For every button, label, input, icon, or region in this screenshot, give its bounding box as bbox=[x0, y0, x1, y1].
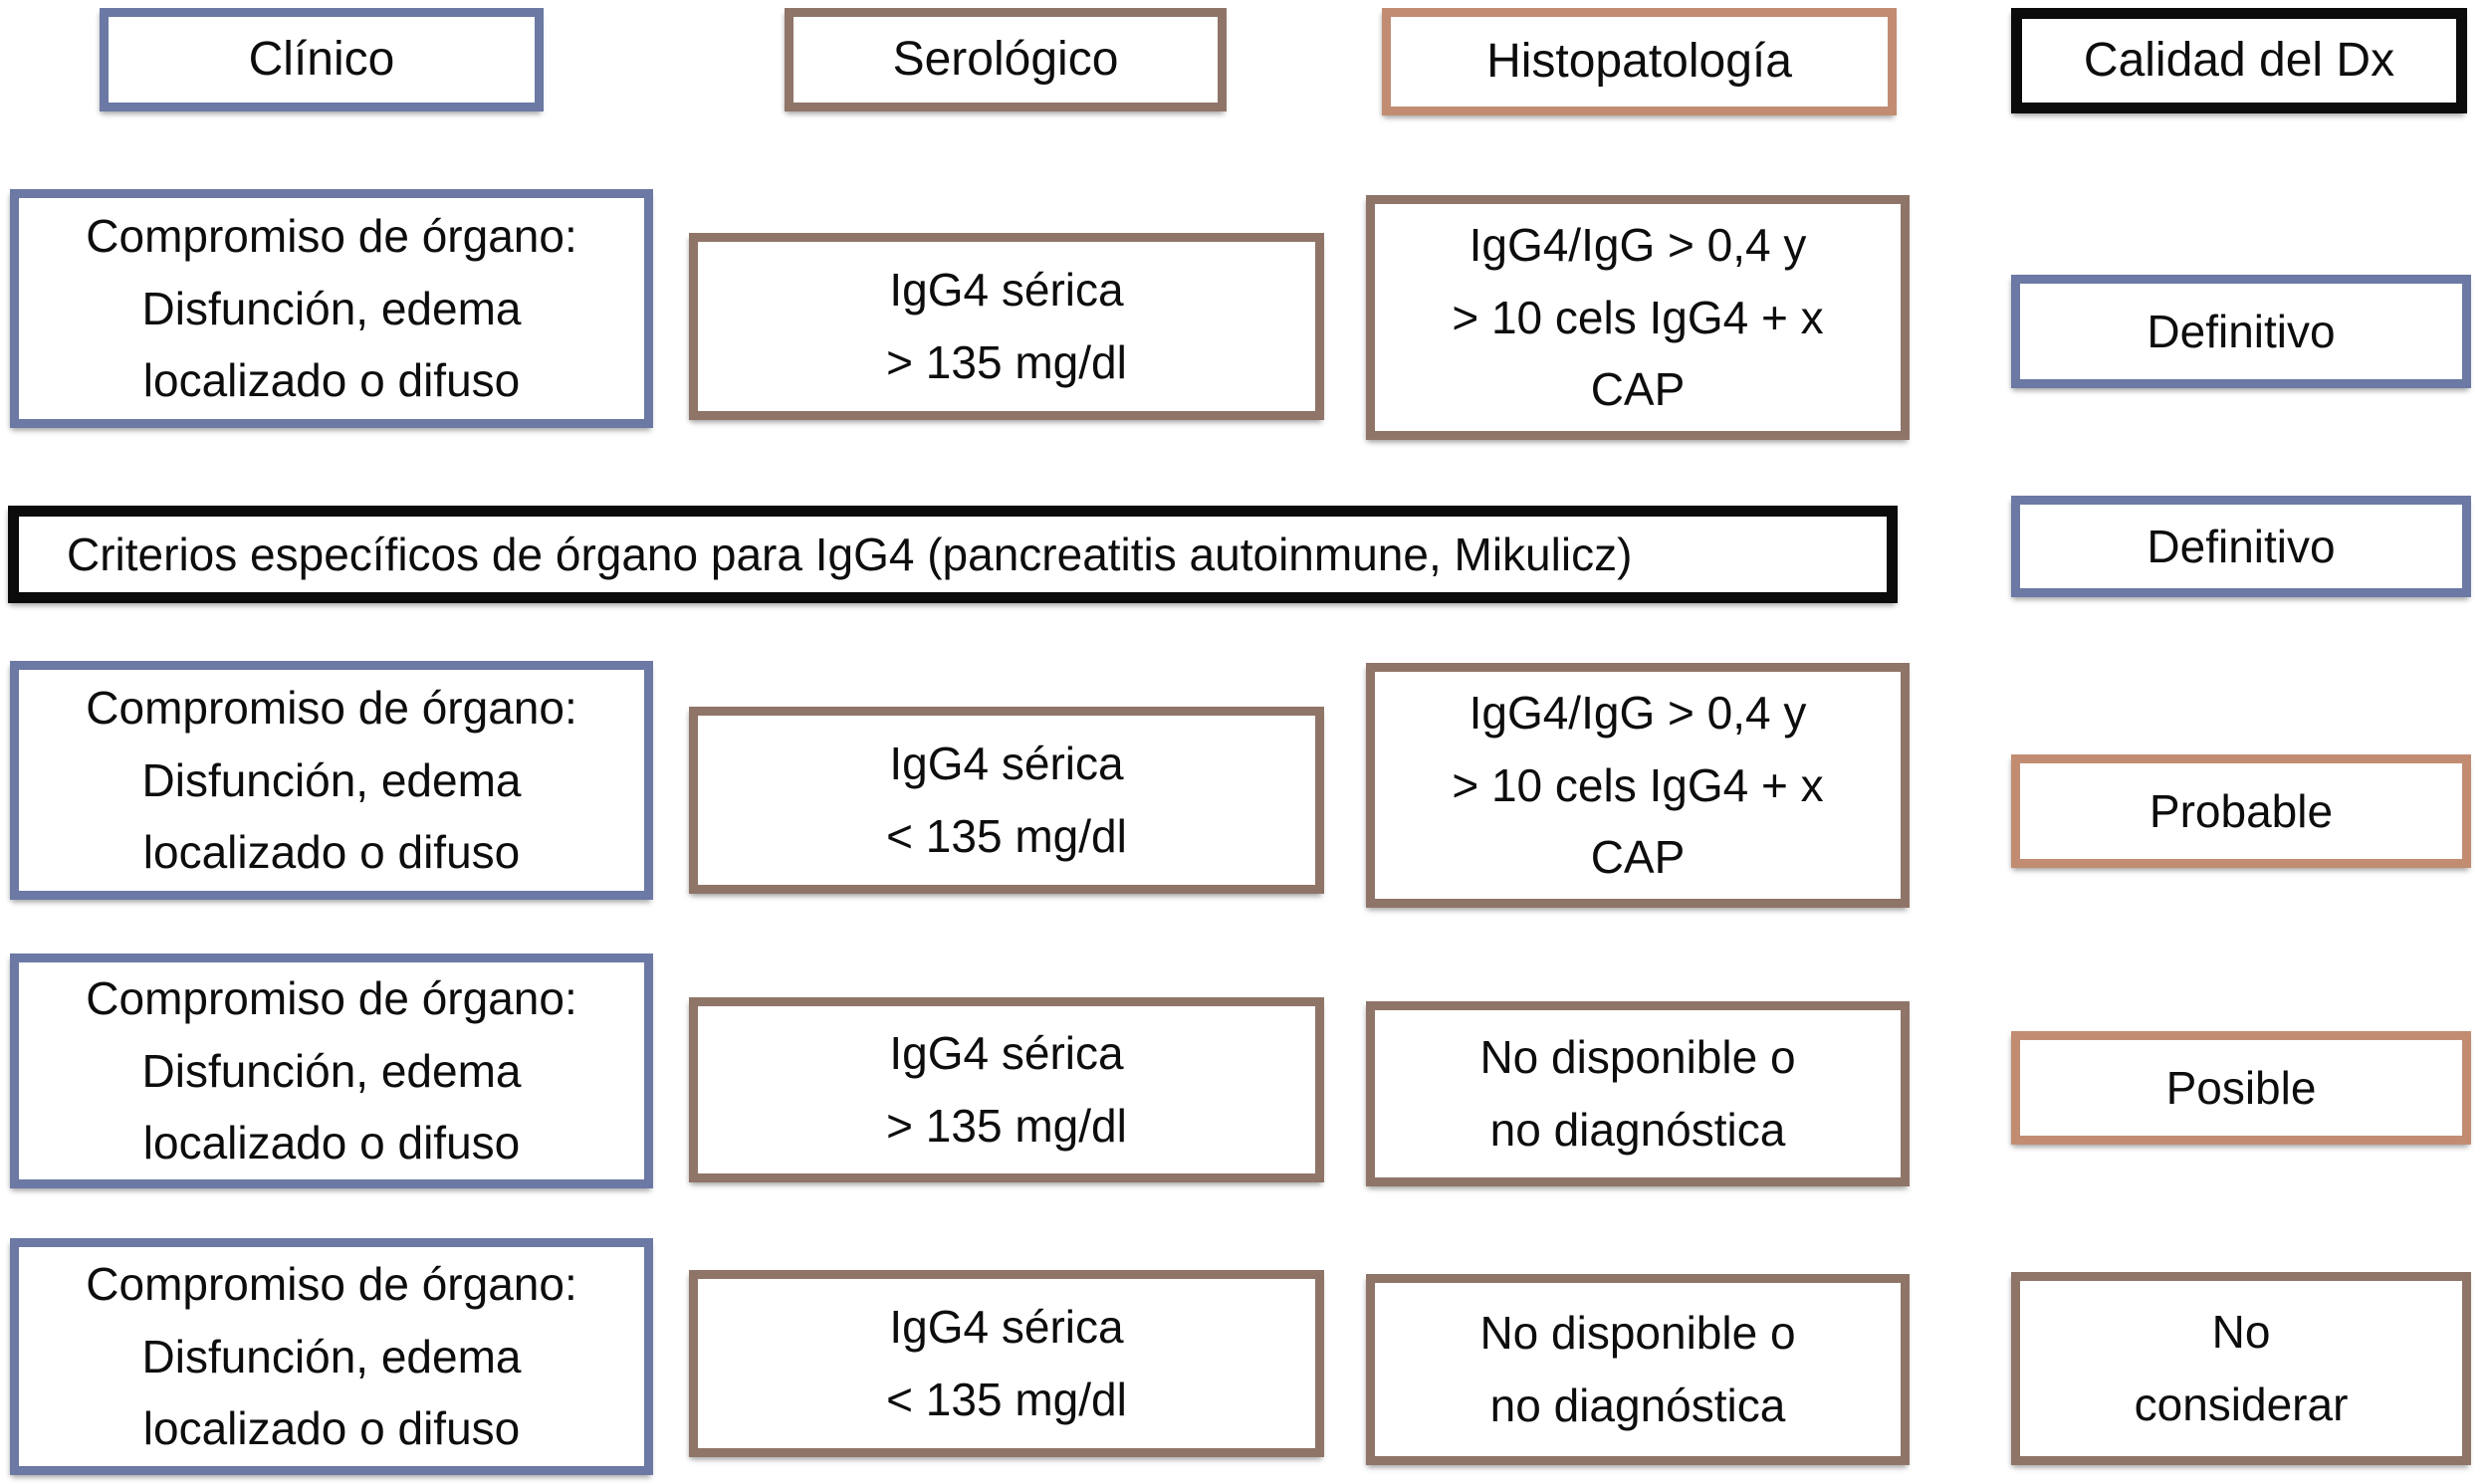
row1-calidad-box: Definitivo bbox=[2011, 275, 2471, 388]
row1-histopatologia-box: IgG4/IgG > 0,4 y > 10 cels IgG4 + x CAP bbox=[1366, 195, 1910, 440]
row4-calidad-box: Posible bbox=[2011, 1031, 2471, 1145]
row2-calidad-text: Definitivo bbox=[2147, 520, 2336, 572]
row5-calidad-box: No considerar bbox=[2011, 1272, 2471, 1465]
header-calidad-dx-label: Calidad del Dx bbox=[2083, 34, 2395, 88]
row5-clinico-box: Compromiso de órgano: Disfunción, edema … bbox=[10, 1238, 653, 1475]
row1-histopatologia-text: IgG4/IgG > 0,4 y > 10 cels IgG4 + x CAP bbox=[1452, 218, 1824, 416]
header-calidad-dx: Calidad del Dx bbox=[2011, 8, 2467, 113]
row5-histopatologia-text: No disponible o no diagnóstica bbox=[1479, 1307, 1796, 1431]
row4-serologico-box: IgG4 sérica > 135 mg/dl bbox=[689, 997, 1324, 1182]
row5-clinico-text: Compromiso de órgano: Disfunción, edema … bbox=[86, 1257, 577, 1455]
row3-calidad-box: Probable bbox=[2011, 754, 2471, 868]
row1-calidad-text: Definitivo bbox=[2147, 305, 2336, 357]
row4-histopatologia-box: No disponible o no diagnóstica bbox=[1366, 1001, 1910, 1186]
row2-criterios-especificos-box: Criterios específicos de órgano para IgG… bbox=[8, 506, 1898, 603]
header-clinico: Clínico bbox=[100, 8, 544, 111]
row1-clinico-box: Compromiso de órgano: Disfunción, edema … bbox=[10, 189, 653, 428]
row1-serologico-box: IgG4 sérica > 135 mg/dl bbox=[689, 233, 1324, 420]
header-histopatologia-label: Histopatología bbox=[1486, 35, 1792, 89]
row5-serologico-box: IgG4 sérica < 135 mg/dl bbox=[689, 1270, 1324, 1457]
row2-criterios-especificos-text: Criterios específicos de órgano para IgG… bbox=[67, 528, 1633, 580]
row3-clinico-text: Compromiso de órgano: Disfunción, edema … bbox=[86, 681, 577, 879]
row4-clinico-text: Compromiso de órgano: Disfunción, edema … bbox=[86, 972, 577, 1169]
row4-histopatologia-text: No disponible o no diagnóstica bbox=[1479, 1031, 1796, 1156]
row5-histopatologia-box: No disponible o no diagnóstica bbox=[1366, 1274, 1910, 1465]
row2-calidad-box: Definitivo bbox=[2011, 496, 2471, 597]
row3-serologico-text: IgG4 sérica < 135 mg/dl bbox=[886, 738, 1127, 862]
row3-histopatologia-text: IgG4/IgG > 0,4 y > 10 cels IgG4 + x CAP bbox=[1452, 686, 1824, 884]
header-serologico: Serológico bbox=[785, 8, 1227, 111]
header-serologico-label: Serológico bbox=[892, 33, 1119, 87]
row1-clinico-text: Compromiso de órgano: Disfunción, edema … bbox=[86, 209, 577, 407]
header-histopatologia: Histopatología bbox=[1382, 8, 1897, 115]
row3-clinico-box: Compromiso de órgano: Disfunción, edema … bbox=[10, 661, 653, 900]
row4-serologico-text: IgG4 sérica > 135 mg/dl bbox=[886, 1027, 1127, 1152]
row3-calidad-text: Probable bbox=[2149, 784, 2334, 837]
row5-serologico-text: IgG4 sérica < 135 mg/dl bbox=[886, 1301, 1127, 1425]
row4-clinico-box: Compromiso de órgano: Disfunción, edema … bbox=[10, 954, 653, 1188]
header-clinico-label: Clínico bbox=[248, 33, 395, 87]
row3-serologico-box: IgG4 sérica < 135 mg/dl bbox=[689, 707, 1324, 894]
row3-histopatologia-box: IgG4/IgG > 0,4 y > 10 cels IgG4 + x CAP bbox=[1366, 663, 1910, 908]
row5-calidad-text: No considerar bbox=[2134, 1306, 2349, 1430]
row4-calidad-text: Posible bbox=[2165, 1061, 2317, 1114]
row1-serologico-text: IgG4 sérica > 135 mg/dl bbox=[886, 264, 1127, 388]
